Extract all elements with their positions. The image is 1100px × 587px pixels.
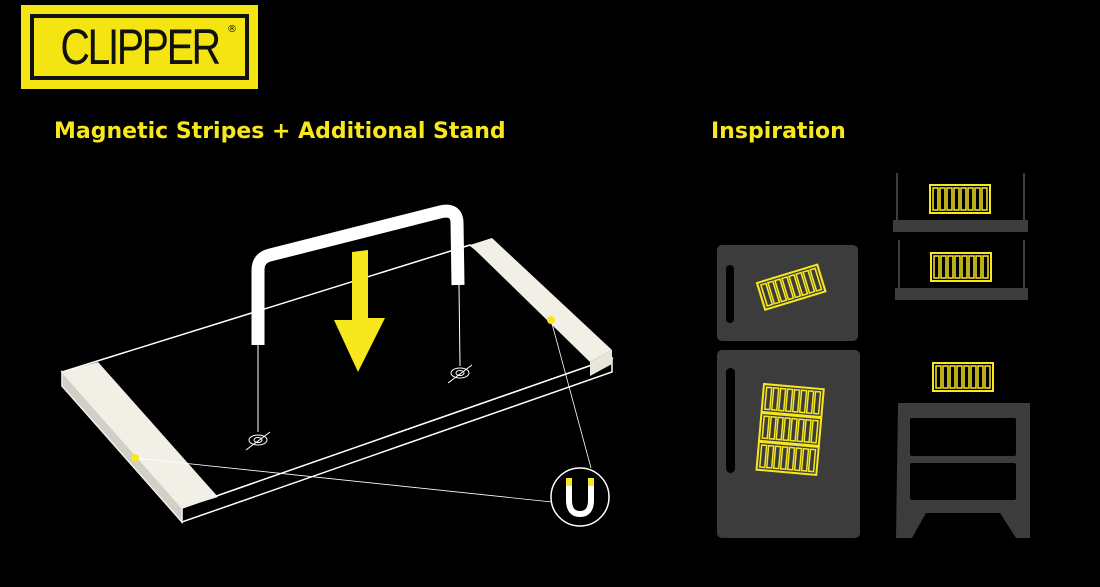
right-section-title: Inspiration	[711, 119, 846, 144]
logo-frame: CLIPPER ®	[30, 14, 249, 80]
magnetic-plank	[60, 238, 614, 524]
down-arrow-icon	[334, 250, 385, 372]
callout-lines	[134, 319, 592, 503]
fridge-icon	[717, 245, 860, 538]
logo-text: CLIPPER	[60, 19, 221, 75]
screw-holes	[245, 284, 473, 451]
additional-stand	[251, 204, 465, 345]
clipper-logo: CLIPPER ®	[21, 5, 258, 89]
left-magnetic-stripe	[62, 362, 218, 508]
magnet-icon	[550, 467, 610, 527]
registered-mark: ®	[227, 24, 237, 35]
wall-shelves-icon	[893, 173, 1028, 300]
left-section-title: Magnetic Stripes + Additional Stand	[54, 119, 506, 144]
nightstand-icon	[896, 362, 1030, 538]
right-magnetic-stripe	[470, 238, 612, 362]
